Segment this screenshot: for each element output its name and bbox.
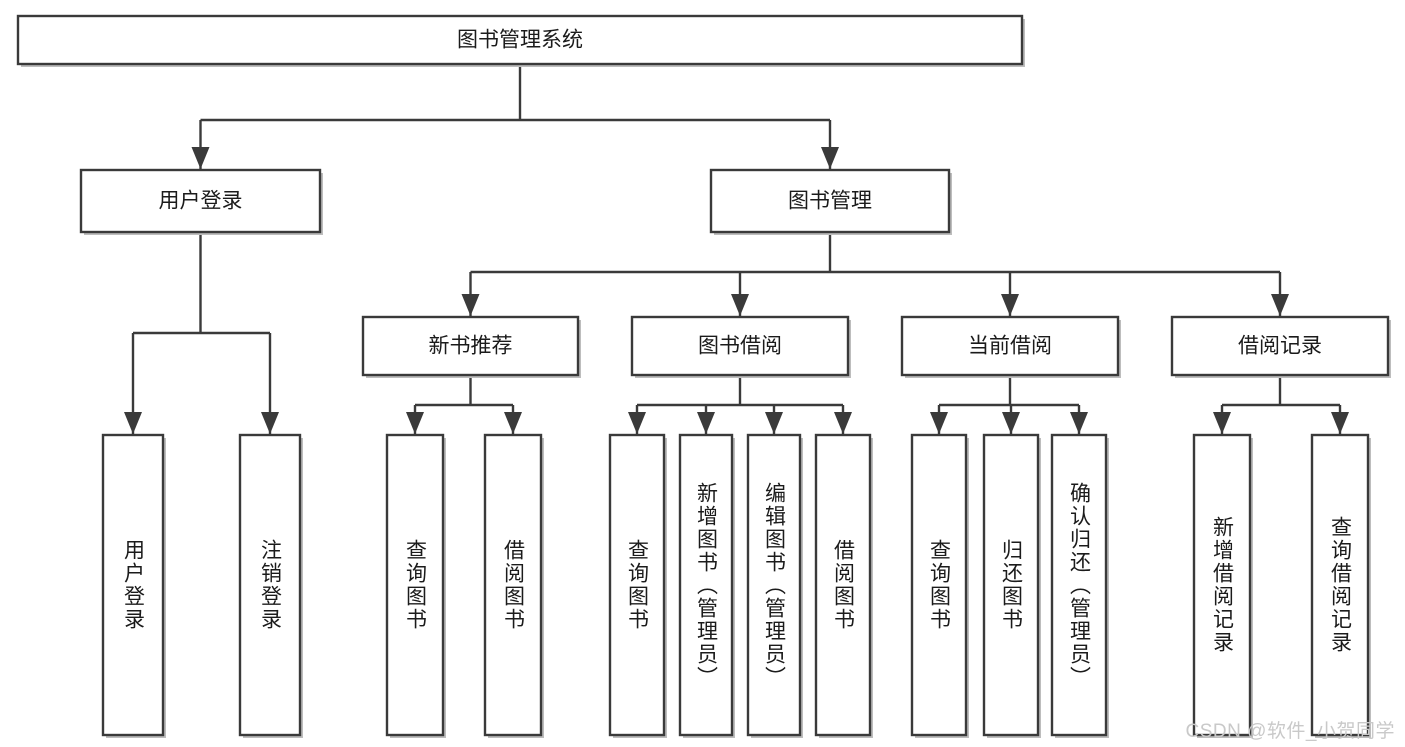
node-leaf-4[interactable] — [608, 433, 667, 738]
node-leaf-5[interactable] — [678, 433, 735, 738]
arrow-head-icon — [191, 147, 210, 169]
node-level3-2[interactable]: 当前借阅 — [900, 315, 1121, 378]
arrow-head-icon — [697, 412, 715, 434]
arrow-head-icon — [1213, 412, 1231, 434]
node-leaf-12[interactable] — [1310, 433, 1371, 738]
arrow-head-icon — [406, 412, 424, 434]
node-leaf-2[interactable] — [385, 433, 446, 738]
node-level3-0[interactable]: 新书推荐 — [361, 315, 581, 378]
node-label: 图书管理系统 — [457, 29, 583, 52]
node-root-图书管理系统[interactable]: 图书管理系统 — [16, 14, 1025, 67]
node-label: 用户登录 — [159, 190, 243, 213]
node-level2-1[interactable]: 图书管理 — [709, 168, 952, 235]
watermark-text: CSDN @软件_小贺同学 — [1185, 721, 1395, 742]
arrow-head-icon — [261, 412, 279, 434]
node-leaf-8[interactable] — [910, 433, 969, 738]
node-leaf-9[interactable] — [982, 433, 1041, 738]
node-level3-3[interactable]: 借阅记录 — [1170, 315, 1391, 378]
arrow-head-icon — [930, 412, 948, 434]
arrow-head-icon — [461, 294, 480, 316]
edges-layer — [124, 64, 1349, 434]
arrow-head-icon — [821, 147, 839, 169]
node-label: 图书管理 — [788, 190, 872, 213]
node-label: 新书推荐 — [429, 335, 513, 358]
node-label: 当前借阅 — [968, 335, 1052, 358]
arrow-head-icon — [1001, 294, 1019, 316]
arrow-head-icon — [124, 412, 142, 434]
node-leaf-7[interactable] — [814, 433, 873, 738]
node-level2-0[interactable]: 用户登录 — [79, 168, 323, 235]
node-leaf-3[interactable] — [483, 433, 544, 738]
node-leaf-1[interactable] — [238, 433, 303, 738]
arrow-head-icon — [1331, 412, 1349, 434]
arrow-head-icon — [731, 294, 749, 316]
node-leaf-6[interactable] — [746, 433, 803, 738]
node-leaf-0[interactable] — [101, 433, 166, 738]
arrow-head-icon — [504, 412, 522, 434]
arrow-head-icon — [765, 412, 783, 434]
arrow-head-icon — [834, 412, 852, 434]
node-level3-1[interactable]: 图书借阅 — [630, 315, 851, 378]
arrow-head-icon — [1002, 412, 1020, 434]
node-leaf-11[interactable] — [1192, 433, 1253, 738]
node-label: 图书借阅 — [698, 335, 782, 358]
node-label: 借阅记录 — [1238, 335, 1322, 358]
arrow-head-icon — [628, 412, 646, 434]
arrow-head-icon — [1070, 412, 1088, 434]
arrow-head-icon — [1271, 294, 1289, 316]
node-leaf-10[interactable] — [1050, 433, 1109, 738]
